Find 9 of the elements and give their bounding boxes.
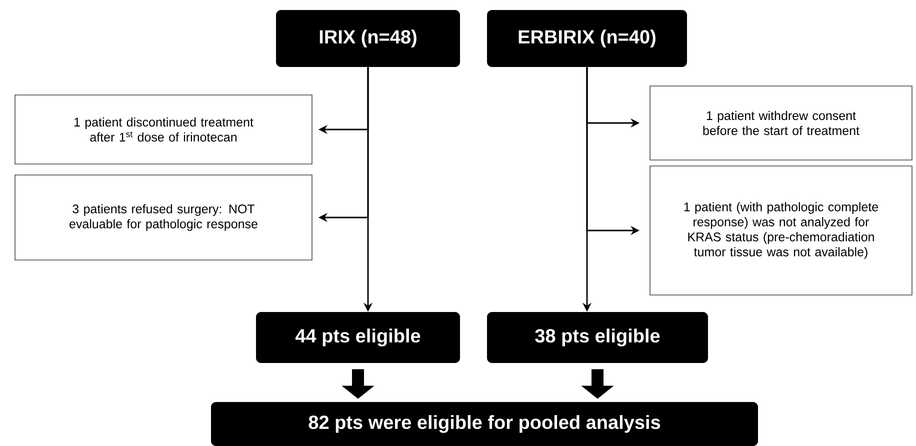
result-box: 82 pts were eligible for pooled analysis xyxy=(211,402,758,446)
exclusion-box: 3 patients refused surgery: NOT evaluable for pathologic response xyxy=(14,174,312,260)
group-box: 38 pts eligible xyxy=(487,312,708,363)
exclusion-box: 1 patient (with pathologic complete response) was not analyzed for KRAS status (pre-chemoradiation tumor tissue was not available) xyxy=(650,166,912,296)
group-box: 44 pts eligible xyxy=(256,312,460,363)
group-box: IRIX (n=48) xyxy=(276,10,460,67)
group-box: ERBIRIX (n=40) xyxy=(487,10,687,67)
exclusion-box: 1 patient withdrew consent before the start of treatment xyxy=(650,86,912,160)
exclusion-box: 1 patient discontinued treatment after 1$^{st}$ dose of irinotecan xyxy=(14,94,312,164)
